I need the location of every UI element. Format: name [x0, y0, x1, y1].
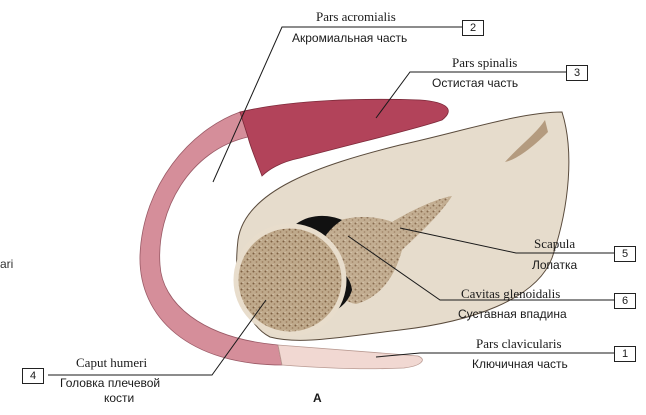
label-pars-spinalis: Pars spinalis [452, 56, 517, 69]
panel-letter: A [313, 392, 322, 404]
label-acromialnaya-chast: Акромиальная часть [292, 32, 407, 44]
label-golovka-plechevoy: Головка плечевой [60, 377, 160, 389]
cropped-edge-text: ari [0, 258, 13, 270]
label-ostistaya-chast: Остистая часть [432, 77, 518, 89]
number-badge-4: 4 [22, 368, 44, 384]
label-kosti: кости [104, 392, 134, 404]
label-sustavnaya-vpadina: Суставная впадина [458, 308, 567, 320]
humeral-head-shape [236, 226, 344, 334]
number-badge-5: 5 [614, 246, 636, 262]
number-badge-3: 3 [566, 65, 588, 81]
number-badge-6: 6 [614, 293, 636, 309]
label-caput-humeri: Caput humeri [76, 356, 147, 369]
number-badge-1: 1 [614, 346, 636, 362]
label-pars-acromialis: Pars acromialis [316, 10, 396, 23]
label-lopatka: Лопатка [532, 259, 577, 271]
label-klyuchichnaya-chast: Ключичная часть [472, 358, 568, 370]
pars-clavicularis-shape [278, 345, 422, 369]
label-pars-clavicularis: Pars clavicularis [476, 337, 562, 350]
label-scapula: Scapula [534, 237, 575, 250]
label-cavitas-glenoidalis: Cavitas glenoidalis [461, 287, 560, 300]
number-badge-2: 2 [462, 20, 484, 36]
